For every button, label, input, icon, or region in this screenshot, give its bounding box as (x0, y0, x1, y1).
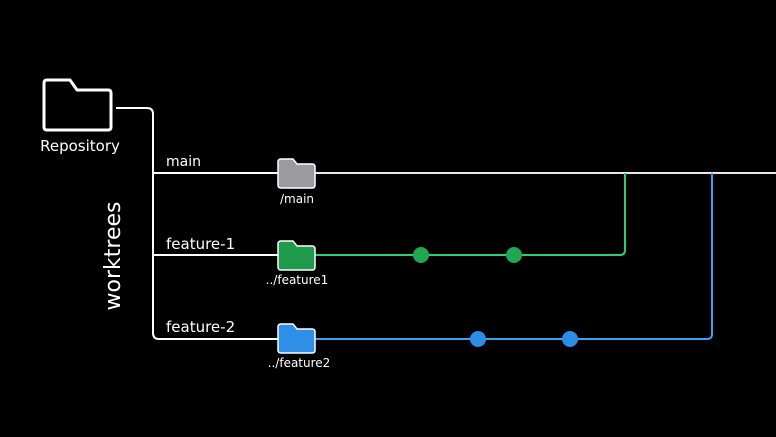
branch-label-feature-2: feature-2 (166, 318, 235, 336)
feature-2-commit (562, 331, 578, 347)
repository-label: Repository (40, 137, 120, 155)
worktrees-label: worktrees (101, 202, 126, 311)
branch-label-main: main (166, 154, 201, 170)
branch-label-feature-1: feature-1 (166, 235, 235, 253)
feature2-folder-icon (277, 323, 316, 354)
feature-1-branch-line (314, 173, 626, 256)
repository-connector (116, 107, 278, 340)
path-label-main: /main (280, 192, 314, 206)
feature-2-commit (470, 331, 486, 347)
path-label-feature1: ../feature1 (266, 273, 329, 287)
repository-folder-icon (42, 78, 113, 132)
path-label-feature2: ../feature2 (268, 356, 331, 370)
feature-1-commit (413, 247, 429, 263)
main-folder-icon (277, 158, 316, 189)
feature-2-branch-line (314, 173, 713, 340)
feature-1-commit (506, 247, 522, 263)
feature1-folder-icon (277, 240, 316, 271)
